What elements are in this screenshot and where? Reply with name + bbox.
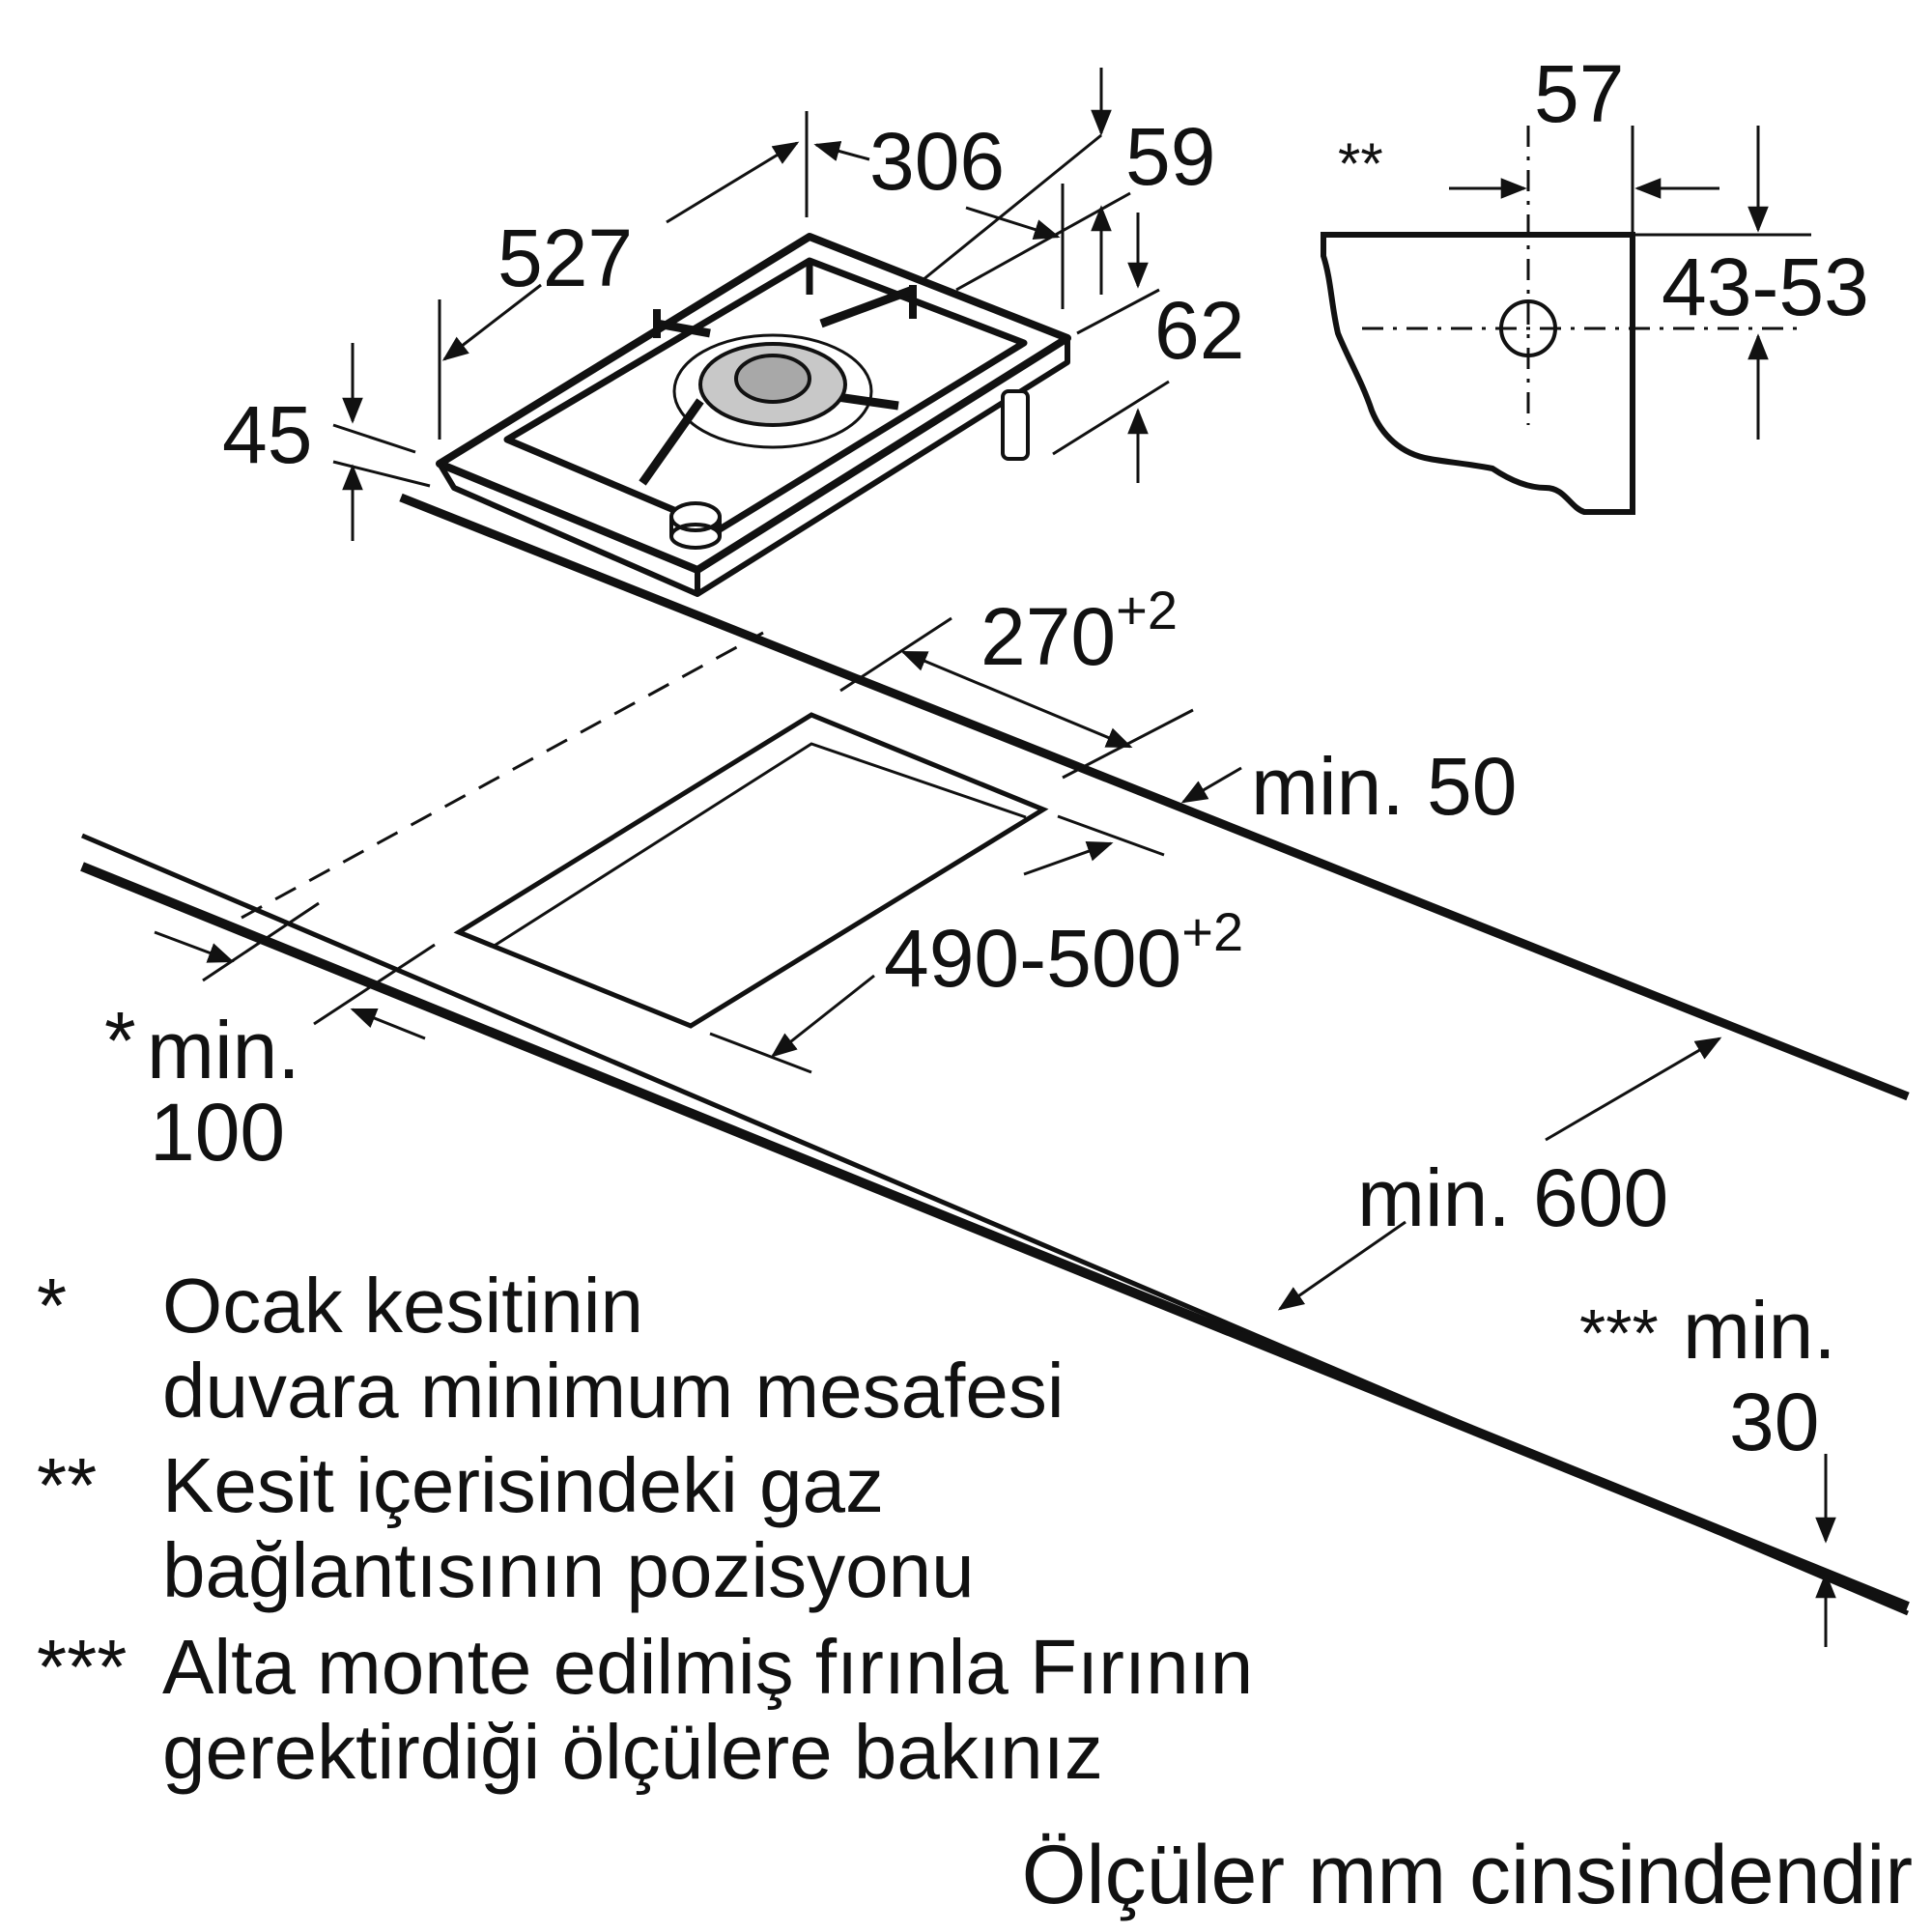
dim-62: 62 bbox=[1154, 285, 1245, 376]
cutout bbox=[453, 712, 1049, 1029]
dim-43-53: 43-53 bbox=[1662, 242, 1869, 332]
note-3-line1: Alta monte edilmiş fırınla Fırının bbox=[162, 1624, 1254, 1710]
hob-outline-dashed bbox=[241, 631, 764, 920]
hob-dimensions bbox=[332, 68, 1170, 541]
note-3-line2: gerektirdiği ölçülere bakınız bbox=[162, 1709, 1103, 1795]
note-1-line1: Ocak kesitinin bbox=[162, 1263, 643, 1349]
cutout-inner-back bbox=[492, 742, 1027, 949]
worktop-front-bottom-edge bbox=[80, 862, 1910, 1611]
dim-306: 306 bbox=[869, 116, 1006, 207]
dim-wall-100: 100 bbox=[150, 1087, 286, 1178]
gas-connector bbox=[1001, 389, 1030, 461]
wall-marker: * bbox=[104, 995, 136, 1086]
note-2-line2: bağlantısının pozisyonu bbox=[162, 1527, 975, 1613]
dim-oven-min: min. bbox=[1683, 1285, 1836, 1376]
dim-min-600: min. 600 bbox=[1357, 1152, 1669, 1243]
cutout-dimensions bbox=[154, 616, 1836, 1647]
gas-marker: ** bbox=[1338, 131, 1383, 196]
oven-marker: *** bbox=[1579, 1295, 1659, 1371]
gas-detail bbox=[1321, 126, 1811, 515]
dim-min-50: min. 50 bbox=[1251, 741, 1518, 832]
note-2-line1: Kesit içerisindeki gaz bbox=[162, 1442, 884, 1528]
dim-59: 59 bbox=[1125, 111, 1216, 202]
note-1-marker: * bbox=[37, 1263, 68, 1349]
note-1-line2: duvara minimum mesafesi bbox=[162, 1348, 1065, 1434]
dim-45: 45 bbox=[222, 389, 313, 480]
dim-57: 57 bbox=[1534, 48, 1625, 139]
dim-527: 527 bbox=[497, 213, 634, 303]
dim-cutout-width: 270+2 bbox=[980, 580, 1179, 682]
pan-support bbox=[503, 257, 1028, 533]
worktop-back-edge bbox=[399, 493, 1910, 1101]
hob bbox=[436, 233, 1071, 597]
dim-cutout-depth: 490-500+2 bbox=[884, 901, 1244, 1004]
worktop bbox=[80, 493, 1910, 1616]
dim-oven-30: 30 bbox=[1729, 1377, 1820, 1467]
dim-wall-min: min. bbox=[147, 1005, 300, 1095]
units-footer: Ölçüler mm cinsindendir bbox=[1021, 1829, 1913, 1921]
burner-ring-outer bbox=[672, 333, 873, 449]
note-2-marker: ** bbox=[37, 1442, 98, 1528]
note-3-marker: *** bbox=[37, 1624, 128, 1710]
